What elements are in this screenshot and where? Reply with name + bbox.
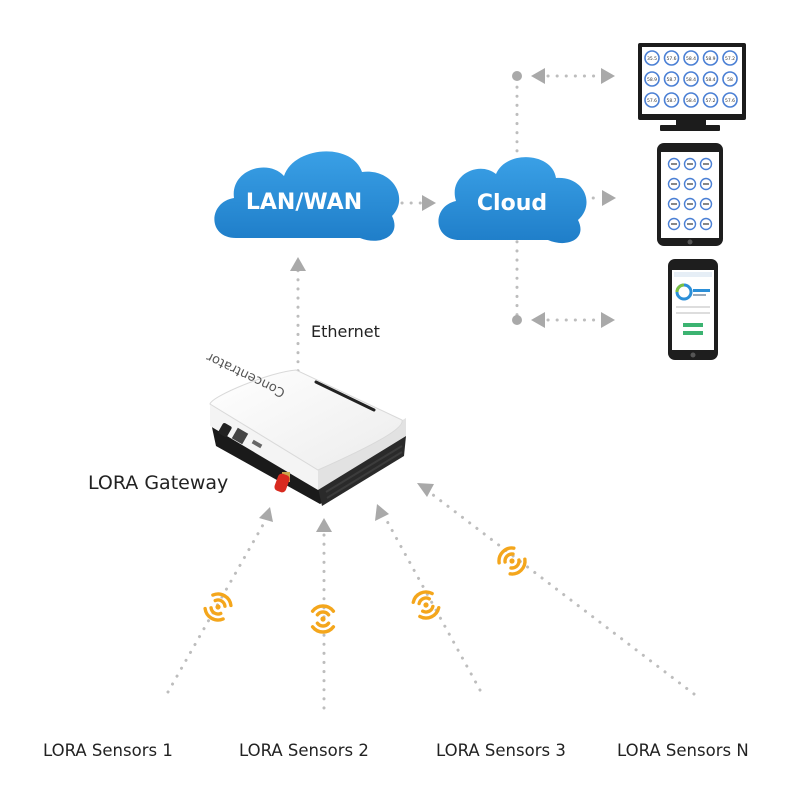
- sensor-label-1: LORA Sensors 1: [43, 741, 173, 760]
- svg-text:58.4: 58.4: [686, 98, 696, 104]
- monitor-gauge: 57.6: [722, 92, 738, 108]
- svg-text:57.6: 57.6: [666, 56, 676, 62]
- connector-lines: [166, 74, 696, 710]
- signal-icon: [310, 604, 336, 634]
- tablet-icon: [657, 143, 723, 246]
- monitor-gauge: 58.4: [683, 50, 699, 66]
- monitor-gauge: 58.4: [683, 92, 699, 108]
- monitor-gauge: 58.7: [663, 92, 680, 108]
- cloud: Cloud: [438, 157, 587, 244]
- monitor-gauge: 58.9: [702, 50, 719, 66]
- monitor-gauge: 58.9: [644, 71, 660, 87]
- svg-text:58.4: 58.4: [686, 77, 696, 83]
- arrow-phone-right: [601, 312, 615, 328]
- lan-wan-label: LAN/WAN: [246, 190, 362, 215]
- lan-wan-cloud: LAN/WAN: [214, 151, 400, 241]
- monitor-gauge: 58.7: [663, 71, 680, 87]
- node-monitor: [512, 71, 522, 81]
- arrow-sensor-1: [259, 507, 273, 522]
- arrow-monitor-left: [531, 68, 545, 84]
- tablet-gauge: [683, 197, 697, 211]
- svg-text:58: 58: [727, 77, 733, 83]
- sensor-label-2: LORA Sensors 2: [239, 741, 369, 760]
- monitor-gauge: 58: [722, 71, 738, 87]
- node-phone: [512, 315, 522, 325]
- gateway-label: LORA Gateway: [88, 472, 229, 494]
- arrow-tablet-right: [602, 190, 616, 206]
- monitor-gauge: 35.5: [644, 50, 660, 66]
- arrow-phone-left: [531, 312, 545, 328]
- arrow-monitor-right: [601, 68, 615, 84]
- lora-gateway-device: Concentrator: [204, 349, 406, 506]
- link-sensor-1: [166, 514, 270, 694]
- tablet-gauge: [699, 217, 713, 231]
- svg-text:58.4: 58.4: [705, 77, 715, 83]
- signal-icon: [411, 590, 441, 620]
- svg-text:57.6: 57.6: [647, 98, 657, 104]
- monitor-gauge: 58.4: [683, 71, 699, 87]
- svg-text:35.5: 35.5: [647, 56, 657, 62]
- svg-text:58.7: 58.7: [666, 77, 676, 83]
- link-sensor-3: [380, 510, 482, 692]
- ethernet-label: Ethernet: [311, 322, 380, 341]
- svg-text:57.6: 57.6: [725, 98, 735, 104]
- arrow-sensor-n: [417, 483, 434, 497]
- svg-text:58.9: 58.9: [705, 56, 715, 62]
- tablet-gauge: [667, 197, 681, 211]
- svg-text:57.2: 57.2: [725, 56, 735, 62]
- antenna-icon: [274, 473, 290, 493]
- tablet-gauge: [667, 217, 681, 231]
- arrow-ethernet: [290, 257, 306, 271]
- arrow-sensor-2: [316, 518, 332, 532]
- svg-text:58.9: 58.9: [647, 77, 657, 83]
- tablet-gauge: [699, 157, 713, 171]
- monitor-gauge: 57.2: [702, 92, 719, 108]
- tablet-gauges: [667, 157, 713, 231]
- monitor-gauge: 57.6: [644, 92, 660, 108]
- arrow-sensor-3: [375, 504, 389, 521]
- tablet-gauge: [667, 177, 681, 191]
- svg-text:58.7: 58.7: [666, 98, 676, 104]
- tablet-gauge: [699, 177, 713, 191]
- monitor-gauge: 57.6: [663, 50, 680, 66]
- monitor-gauge: 57.2: [722, 50, 738, 66]
- arrowheads: [259, 68, 616, 532]
- tablet-gauge: [683, 157, 697, 171]
- sensor-label-n: LORA Sensors N: [617, 741, 749, 760]
- tablet-gauge: [667, 157, 681, 171]
- arrow-lan-cloud: [422, 195, 436, 211]
- svg-text:58.4: 58.4: [686, 56, 696, 62]
- signal-icons: [203, 546, 527, 634]
- monitor-gauge: 58.4: [702, 71, 719, 87]
- phone-icon: [668, 259, 718, 360]
- tablet-gauge: [683, 177, 697, 191]
- sensor-label-3: LORA Sensors 3: [436, 741, 566, 760]
- tablet-gauge: [683, 217, 697, 231]
- cloud-label: Cloud: [477, 191, 547, 216]
- monitor-icon: 35.5 57.6 58.4 58.9 57.2 58.9 58.7 58.4 58.4 58 57…: [638, 43, 746, 131]
- signal-icon: [203, 592, 233, 622]
- link-sensor-n: [422, 486, 696, 696]
- svg-text:57.2: 57.2: [705, 98, 715, 104]
- bus-nodes: [512, 71, 522, 325]
- tablet-gauge: [699, 197, 713, 211]
- signal-icon: [497, 546, 527, 576]
- monitor-gauges: 35.5 57.6 58.4 58.9 57.2 58.9 58.7 58.4 58.4 58 57…: [644, 50, 738, 108]
